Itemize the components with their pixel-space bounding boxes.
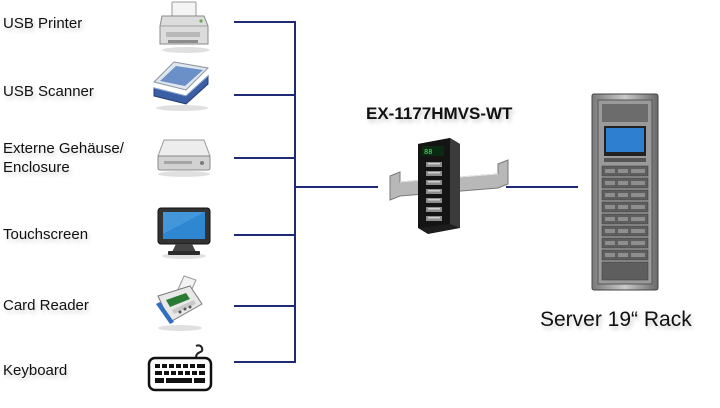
- server-rack-icon: [591, 93, 659, 291]
- keyboard-icon: [147, 344, 213, 392]
- svg-text:88: 88: [424, 148, 432, 156]
- device-label-enclosure-line2: Enclosure: [3, 159, 70, 176]
- monitor-icon: [157, 207, 211, 259]
- server-label: Server 19“ Rack: [540, 308, 692, 331]
- card-reader-icon: [156, 275, 203, 331]
- device-label-keyboard: Keyboard: [3, 362, 68, 379]
- device-label-enclosure-line1: Externe Gehäuse/: [3, 140, 124, 157]
- device-label-card-reader: Card Reader: [3, 297, 89, 314]
- device-label-printer: USB Printer: [3, 15, 83, 32]
- hard-drive-icon: [157, 139, 211, 177]
- hub-model-title: EX-1177HMVS-WT: [366, 104, 513, 123]
- device-label-scanner: USB Scanner: [3, 83, 94, 100]
- scanner-icon: [153, 61, 210, 111]
- usb-hub-icon: 88: [389, 138, 509, 234]
- printer-icon: [159, 1, 210, 53]
- device-label-enclosure: Externe Gehäuse/ Enclosure: [3, 139, 124, 177]
- device-label-touchscreen: Touchscreen: [3, 226, 89, 243]
